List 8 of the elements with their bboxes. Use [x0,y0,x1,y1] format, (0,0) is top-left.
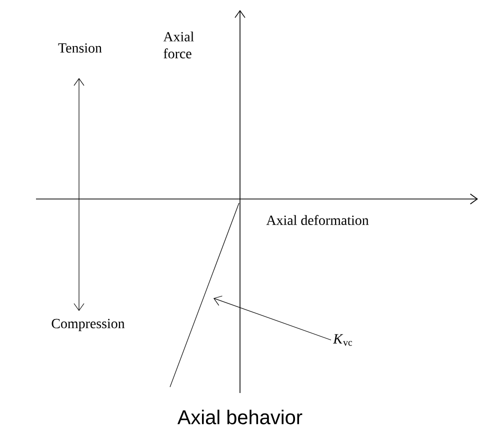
direction-label: Compression [52,318,125,332]
leader-line [213,296,332,340]
symbol-label: K$_{vc}$ [333,334,352,346]
stiffness-line [170,202,240,388]
direction-label: Tension [58,43,102,53]
axis-label: Axial force [163,32,194,58]
axis-label: Axial deformation [266,215,369,225]
caption: Axial behavior [177,410,302,424]
